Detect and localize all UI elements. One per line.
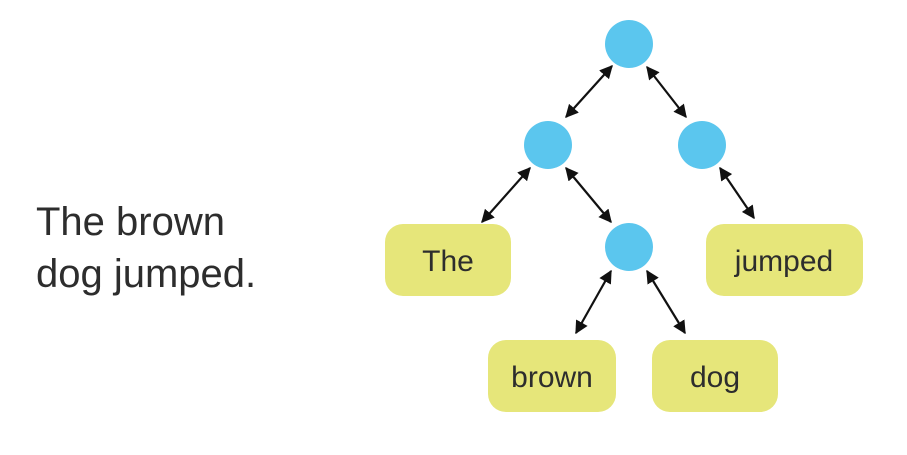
leaf-jumped: jumped xyxy=(706,224,863,296)
edge-mid-dog xyxy=(646,269,686,335)
leaf-label: The xyxy=(422,245,474,278)
right-node xyxy=(678,121,726,169)
root-node xyxy=(605,20,653,68)
leaf-dog: dog xyxy=(652,340,778,412)
tree-nodes xyxy=(524,20,726,271)
leaf-box xyxy=(488,340,616,412)
edge-right-jumped xyxy=(719,166,755,220)
sentence-text: The brown dog jumped. xyxy=(36,196,256,300)
leaf-brown: brown xyxy=(488,340,616,412)
leaf-box xyxy=(706,224,863,296)
edge-mid-brown xyxy=(575,269,612,335)
leaf-the: The xyxy=(385,224,511,296)
leaf-box xyxy=(385,224,511,296)
sentence-line-2: dog jumped. xyxy=(36,252,257,296)
leaf-label: jumped xyxy=(734,245,833,278)
leaf-box xyxy=(652,340,778,412)
edge-root-left xyxy=(565,65,613,118)
tree-edges xyxy=(481,65,755,335)
mid-node xyxy=(605,223,653,271)
left-node xyxy=(524,121,572,169)
edge-left-the xyxy=(481,167,531,223)
leaf-label: brown xyxy=(511,361,593,394)
edge-root-right xyxy=(646,65,687,119)
edge-left-mid xyxy=(565,166,612,224)
leaf-label: dog xyxy=(690,361,740,394)
sentence-line-1: The brown xyxy=(36,200,225,244)
